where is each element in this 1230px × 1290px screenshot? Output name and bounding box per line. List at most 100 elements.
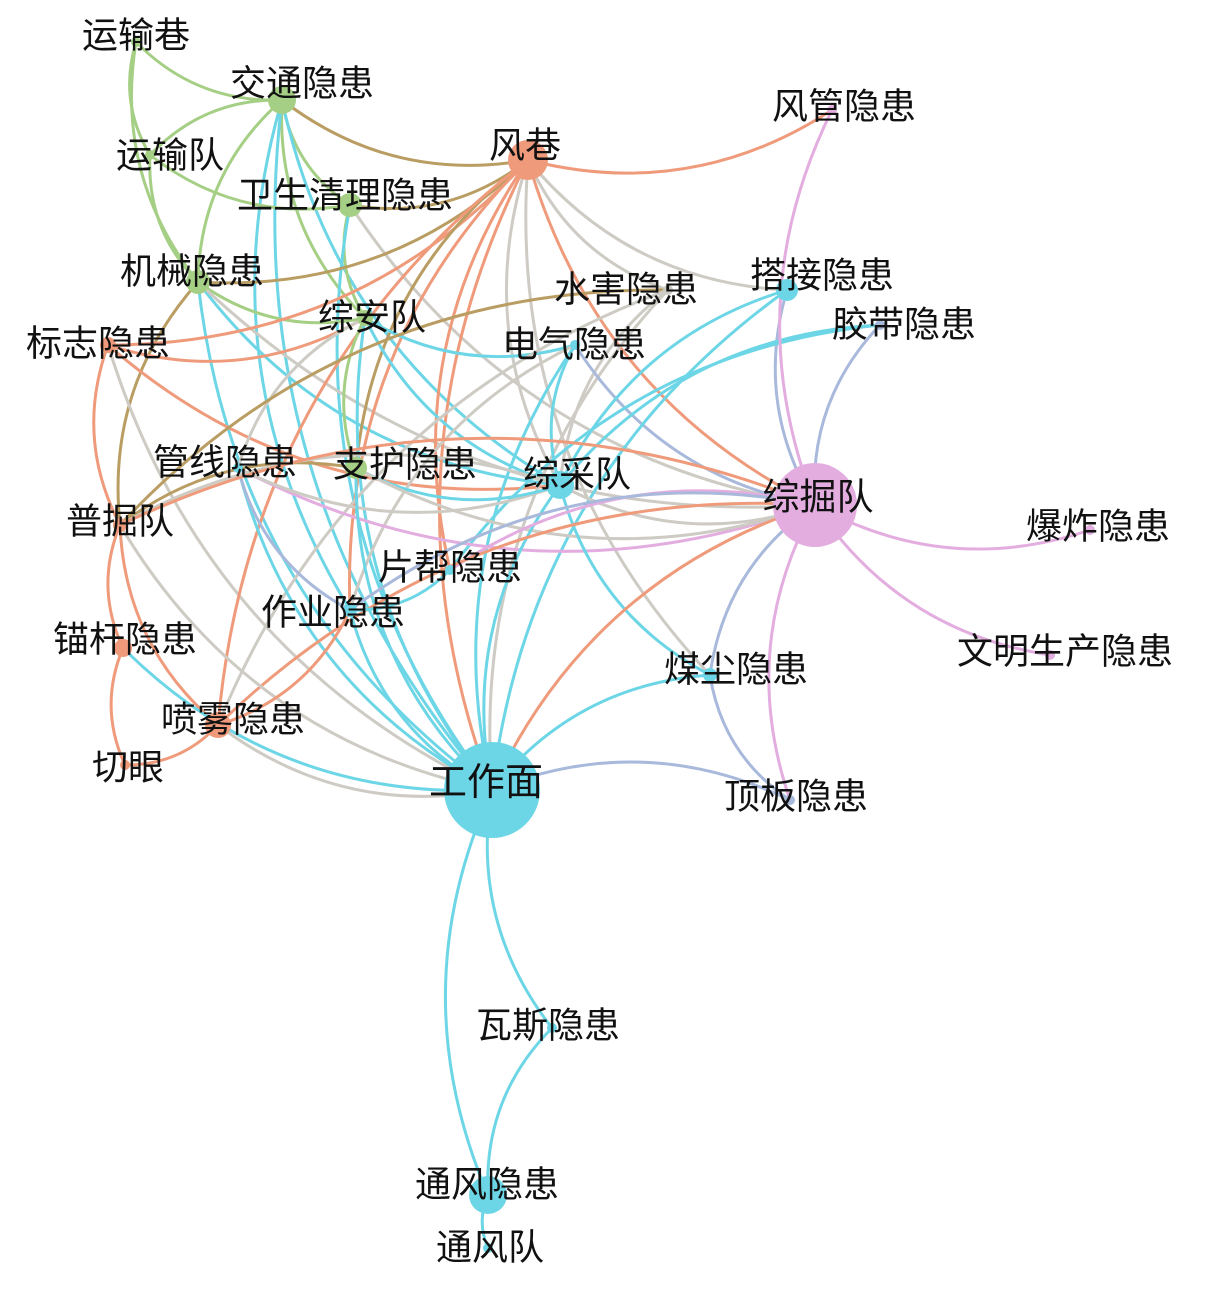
node-label-zhihu: 支护隐患 xyxy=(333,445,477,486)
node-zuoye[interactable] xyxy=(343,603,357,617)
edge-fengxiang-meichen xyxy=(524,158,712,677)
edge-jiaotong-fengxiang xyxy=(280,98,530,167)
node-pianbang[interactable] xyxy=(445,565,455,575)
node-label-dajie: 搭接隐患 xyxy=(750,256,894,297)
node-label-biaozhi: 标志隐患 xyxy=(26,324,170,365)
edge-zhihu-pujuedui xyxy=(118,461,358,527)
edge-zhihu-zongjuedui xyxy=(354,466,817,541)
edge-shuihai-penwu xyxy=(216,288,670,727)
node-label-tongfengdui: 通风队 xyxy=(436,1228,544,1269)
edges-layer xyxy=(92,40,1092,1250)
node-penwu[interactable] xyxy=(205,712,231,738)
node-maogan[interactable] xyxy=(114,639,132,657)
node-label-dingban: 顶板隐患 xyxy=(724,777,868,818)
node-label-zongcaidui: 综采队 xyxy=(523,455,631,496)
edge-shuihai-pujuedui xyxy=(118,288,670,527)
edge-meichen-dingban xyxy=(708,673,792,802)
edge-guanxian-zongjuedui xyxy=(236,466,817,553)
node-tongfengdui[interactable] xyxy=(483,1243,493,1253)
node-label-pujuedui: 普掘队 xyxy=(66,502,174,543)
edge-fengxiang-dajie xyxy=(526,158,789,292)
edge-penwu-zuoye xyxy=(216,608,352,727)
node-label-zongjuedui: 综掘队 xyxy=(763,476,874,519)
edge-jiaotong-yunshudui xyxy=(148,98,284,157)
node-gongzuomian[interactable] xyxy=(444,742,540,838)
edge-shuihai-zongcaidui xyxy=(558,288,670,487)
edge-maogan-qieyan xyxy=(109,646,127,767)
edge-yunshudui-jixie xyxy=(148,153,200,284)
node-zonganedui[interactable] xyxy=(357,310,373,326)
node-pujuedui[interactable] xyxy=(113,518,127,532)
node-dianqi[interactable] xyxy=(570,340,580,350)
edge-maogan-gongzuomian xyxy=(121,646,494,793)
node-label-fengxiang: 风巷 xyxy=(489,126,561,167)
node-wasi[interactable] xyxy=(547,1023,557,1033)
node-jiaotong[interactable] xyxy=(268,86,296,114)
edge-guanxian-zuoye xyxy=(236,466,352,612)
node-label-zuoye: 作业隐患 xyxy=(261,593,405,634)
node-yunshuxiang[interactable] xyxy=(131,37,141,47)
node-zongcaidui[interactable] xyxy=(546,471,574,499)
node-dingban[interactable] xyxy=(785,795,795,805)
node-label-qieyan: 切眼 xyxy=(92,748,164,789)
edge-zongjuedui-pujuedui xyxy=(118,436,817,527)
node-zongjuedui[interactable] xyxy=(773,463,857,547)
edge-dianqi-zongcaidui xyxy=(549,343,577,487)
node-dajie[interactable] xyxy=(776,279,798,301)
node-weisheng[interactable] xyxy=(338,193,362,217)
edge-zhihu-gongzuomian xyxy=(354,466,494,792)
edge-fengxiang-shuihai xyxy=(526,158,670,292)
edge-gongzuomian-tongfeng xyxy=(443,788,494,1197)
node-meichen[interactable] xyxy=(703,668,717,682)
node-label-guanxian: 管线隐患 xyxy=(153,443,297,484)
edge-fengxiang-pianbang xyxy=(433,158,530,572)
edge-jixie-gongzuomian xyxy=(196,280,494,792)
node-label-dianqi: 电气隐患 xyxy=(502,325,646,366)
edge-yunshudui-weisheng xyxy=(148,153,352,211)
node-label-meichen: 煤尘隐患 xyxy=(664,650,808,691)
edge-zongjuedui-penwu xyxy=(216,501,817,727)
edge-jiaodai-pianbang xyxy=(448,323,882,572)
node-jixie[interactable] xyxy=(186,270,210,294)
edge-jiaotong-zongcaidui xyxy=(280,98,562,487)
edge-fengxiang-zongcaidui xyxy=(505,158,562,487)
node-tongfeng[interactable] xyxy=(469,1176,507,1214)
edge-zonganedui-guanxian xyxy=(236,316,367,470)
node-label-jixie: 机械隐患 xyxy=(120,252,264,293)
node-label-shuihai: 水害隐患 xyxy=(554,270,698,311)
edge-jixie-pujuedui xyxy=(116,280,200,527)
node-label-gongzuomian: 工作面 xyxy=(429,760,543,804)
edge-jiaotong-zuoye xyxy=(253,98,352,612)
node-label-tongfeng: 通风隐患 xyxy=(415,1165,559,1206)
edge-weisheng-zongjuedui xyxy=(348,203,817,507)
node-wenming[interactable] xyxy=(1045,650,1055,660)
edge-fengxiang-zongjuedui xyxy=(526,158,817,507)
node-label-fengguan: 风管隐患 xyxy=(772,87,916,128)
node-zhihu[interactable] xyxy=(345,457,367,479)
node-yunshudui[interactable] xyxy=(145,150,155,160)
edge-jixie-zongjuedui xyxy=(196,280,817,509)
edge-shuihai-gongzuomian xyxy=(488,288,670,792)
edge-biaozhi-gongzuomian xyxy=(106,343,494,792)
node-qieyan[interactable] xyxy=(120,760,130,770)
node-fengxiang[interactable] xyxy=(508,140,548,180)
edge-fengxiang-penwu xyxy=(216,158,530,727)
node-guanxian[interactable] xyxy=(233,463,243,473)
edge-pujuedui-penwu xyxy=(118,523,220,727)
edge-jixie-zonganedui xyxy=(196,280,367,325)
edge-zongjuedui-zuoye xyxy=(348,491,817,612)
node-biaozhi[interactable] xyxy=(100,337,116,353)
edge-zonganedui-zongcaidui xyxy=(363,316,562,487)
edge-biaozhi-zonganedui xyxy=(106,316,367,363)
node-jiaodai[interactable] xyxy=(875,320,885,330)
edge-fengguan-zongjuedui xyxy=(778,108,834,507)
node-baozha[interactable] xyxy=(1085,525,1095,535)
edge-jiaotong-gongzuomian xyxy=(273,98,494,792)
edge-zongcaidui-pujuedui xyxy=(118,453,562,527)
node-fengguan[interactable] xyxy=(827,105,837,115)
edge-zuoye-pianbang xyxy=(348,568,452,612)
edge-pujuedui-maogan xyxy=(106,523,125,650)
edge-jiaotong-jixie xyxy=(196,98,284,284)
edge-yunshuxiang-jixie xyxy=(130,40,200,284)
node-shuihai[interactable] xyxy=(663,285,673,295)
